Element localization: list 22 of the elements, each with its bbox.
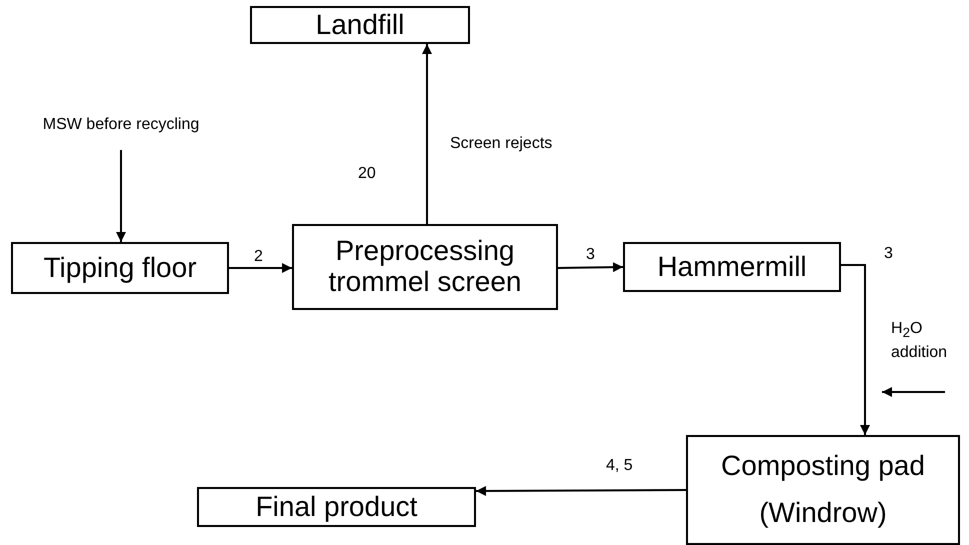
arrow: [841, 264, 870, 435]
edge-label: 4, 5: [606, 457, 633, 475]
process-box: [292, 224, 558, 310]
arrow: [476, 486, 686, 496]
process-box: [197, 487, 476, 527]
box-text: Preprocessing trommel screen: [328, 236, 522, 298]
edge-label: Screen rejects: [450, 135, 552, 153]
box-text: Final product: [256, 492, 418, 522]
arrow: [558, 262, 624, 272]
arrow: [229, 263, 292, 273]
arrow: [116, 150, 126, 242]
process-box: [623, 242, 841, 292]
arrow: [422, 44, 432, 224]
box-text: Hammermill: [657, 252, 807, 282]
box-text: Tipping floor: [43, 252, 197, 284]
process-box: [250, 6, 470, 44]
box-text: Landfill: [316, 10, 404, 40]
box-text: Composting pad: [721, 451, 925, 482]
process-box: [686, 435, 960, 545]
stream-label: MSW before recycling: [40, 100, 202, 150]
process-box: [11, 242, 229, 294]
box-text: (Windrow): [759, 498, 887, 529]
